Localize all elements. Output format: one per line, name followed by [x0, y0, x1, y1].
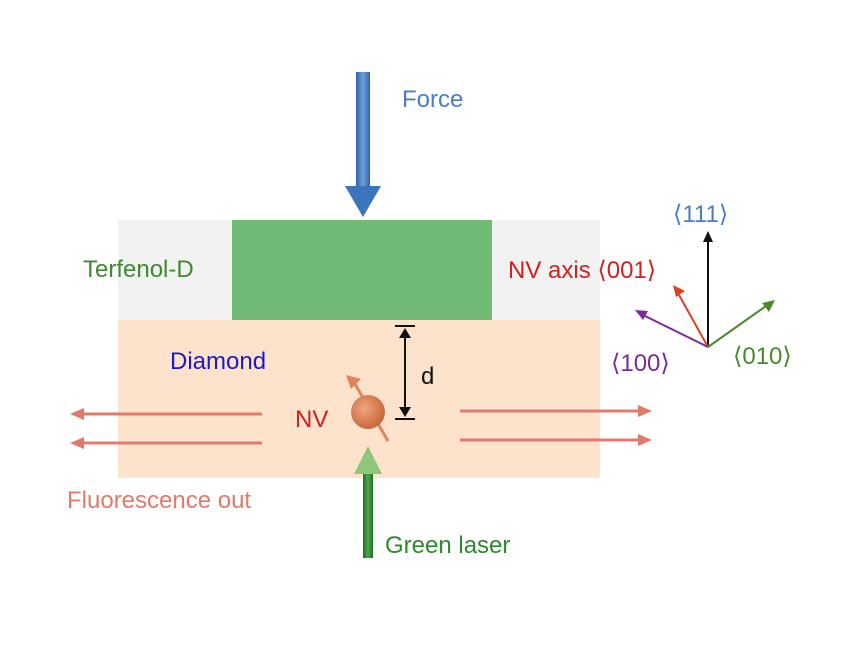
dir-100-label: ⟨100⟩ [611, 350, 670, 377]
distance-marker [395, 325, 415, 420]
fluorescence-label: Fluorescence out [67, 487, 251, 514]
nv-label: NV [295, 406, 328, 433]
terfenol-block [232, 220, 492, 320]
right-side-block [492, 220, 600, 320]
green-laser-label: Green laser [385, 532, 510, 559]
dir-010-label: ⟨010⟩ [733, 343, 792, 370]
force-arrow [345, 72, 381, 217]
fluorescence-arrows [70, 405, 652, 449]
nv-axis-label: NV axis ⟨001⟩ [508, 257, 656, 284]
force-label: Force [402, 86, 463, 113]
green-laser-arrow [354, 446, 382, 558]
dir-111-label: ⟨111⟩ [673, 201, 728, 228]
crystal-axes [635, 231, 775, 348]
left-side-block [118, 220, 232, 320]
nv-spin [346, 375, 390, 442]
diamond-label: Diamond [170, 348, 266, 375]
distance-label: d [421, 363, 434, 390]
terfenol-label: Terfenol-D [83, 256, 194, 283]
